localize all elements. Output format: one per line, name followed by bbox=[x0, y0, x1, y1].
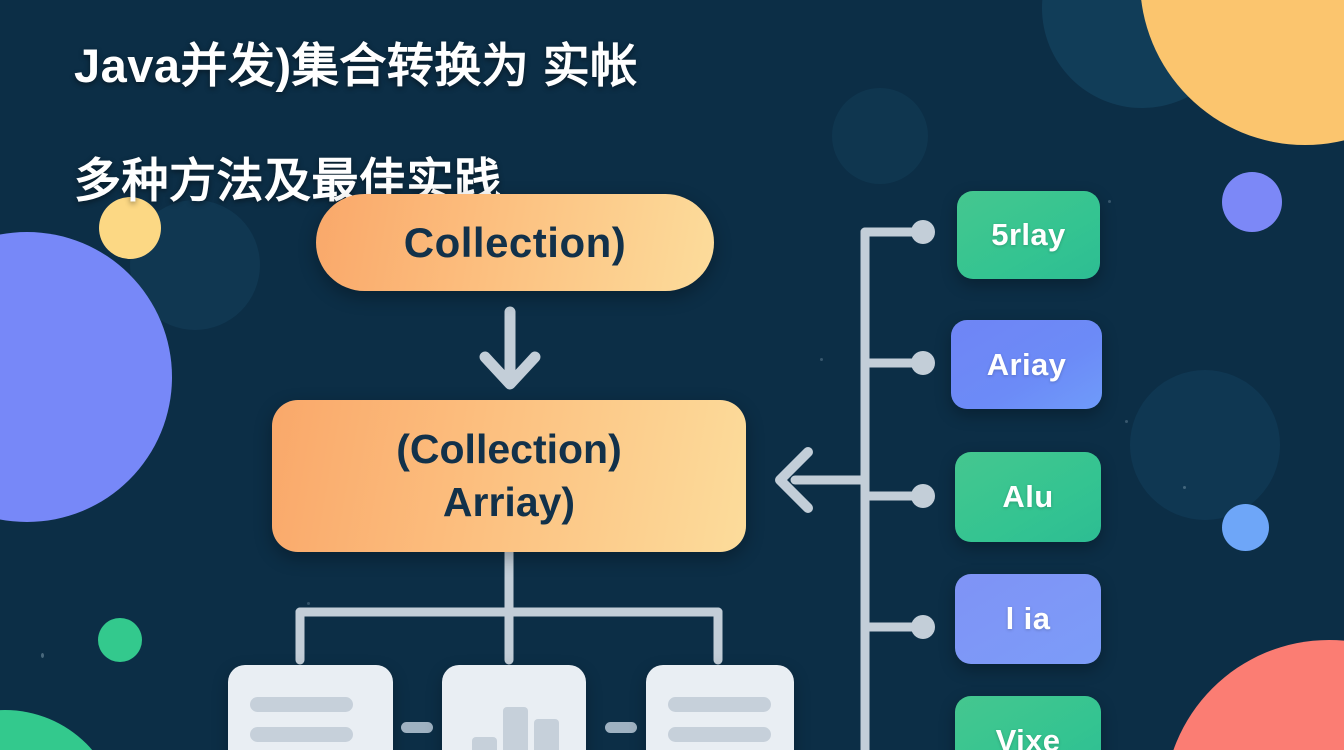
decor-circle-subtle bbox=[1130, 370, 1280, 520]
chart-bar bbox=[503, 707, 528, 750]
flow-box-source-label: Collection) bbox=[403, 218, 627, 266]
decor-circle-yellow-large bbox=[1140, 0, 1344, 145]
document-connector-dash bbox=[401, 722, 433, 733]
decor-circle-green-large bbox=[0, 710, 120, 750]
decor-speck bbox=[1108, 200, 1111, 203]
decor-speck bbox=[41, 653, 44, 658]
arrow-down-icon bbox=[479, 306, 541, 390]
decor-circle-periwinkle-small bbox=[1222, 172, 1282, 232]
document-card-text-right[interactable] bbox=[646, 665, 794, 750]
document-text-line bbox=[668, 697, 771, 712]
document-card-chart-center[interactable] bbox=[442, 665, 586, 750]
option-card-3-label: Alu bbox=[1002, 479, 1054, 514]
option-card-1-label: 5rlay bbox=[991, 217, 1066, 252]
document-text-line bbox=[668, 727, 771, 742]
decor-speck bbox=[1125, 420, 1128, 423]
document-text-line bbox=[250, 727, 353, 742]
option-card-3[interactable]: Alu bbox=[955, 452, 1101, 542]
option-card-5[interactable]: Vixe bbox=[955, 696, 1101, 750]
document-connector-dash bbox=[605, 722, 637, 733]
decor-speck bbox=[307, 602, 310, 605]
decor-speck bbox=[820, 358, 823, 361]
flow-box-source[interactable]: Collection) bbox=[316, 194, 714, 291]
decor-circle-coral-large bbox=[1164, 640, 1344, 750]
document-text-line bbox=[250, 697, 353, 712]
arrow-left-icon bbox=[775, 447, 813, 513]
flow-box-target-label: (Collection) Arriay) bbox=[396, 425, 622, 525]
option-card-2-accent bbox=[1084, 320, 1128, 409]
page-title-line-1: Java并发)集合转换为 实帐 bbox=[74, 39, 638, 93]
option-card-5-label: Vixe bbox=[995, 723, 1061, 750]
connector-node-dot bbox=[911, 220, 935, 639]
option-card-4-label: l ia bbox=[1005, 601, 1051, 636]
option-card-2[interactable]: Ariay bbox=[951, 320, 1128, 409]
chart-bar bbox=[472, 737, 497, 750]
option-card-2-label: Ariay bbox=[986, 346, 1067, 382]
decor-speck bbox=[1183, 486, 1186, 489]
document-card-text-left[interactable] bbox=[228, 665, 393, 750]
decor-circle-subtle bbox=[1042, 0, 1242, 108]
decor-circle-green-small bbox=[98, 618, 142, 662]
flow-box-target[interactable]: (Collection) Arriay) bbox=[272, 400, 746, 552]
option-card-4[interactable]: l ia bbox=[955, 574, 1101, 664]
decor-circle-blue-large bbox=[0, 232, 172, 522]
option-card-1[interactable]: 5rlay bbox=[957, 191, 1100, 279]
decor-circle-lightblue-small bbox=[1222, 504, 1269, 551]
chart-bar bbox=[534, 719, 559, 750]
